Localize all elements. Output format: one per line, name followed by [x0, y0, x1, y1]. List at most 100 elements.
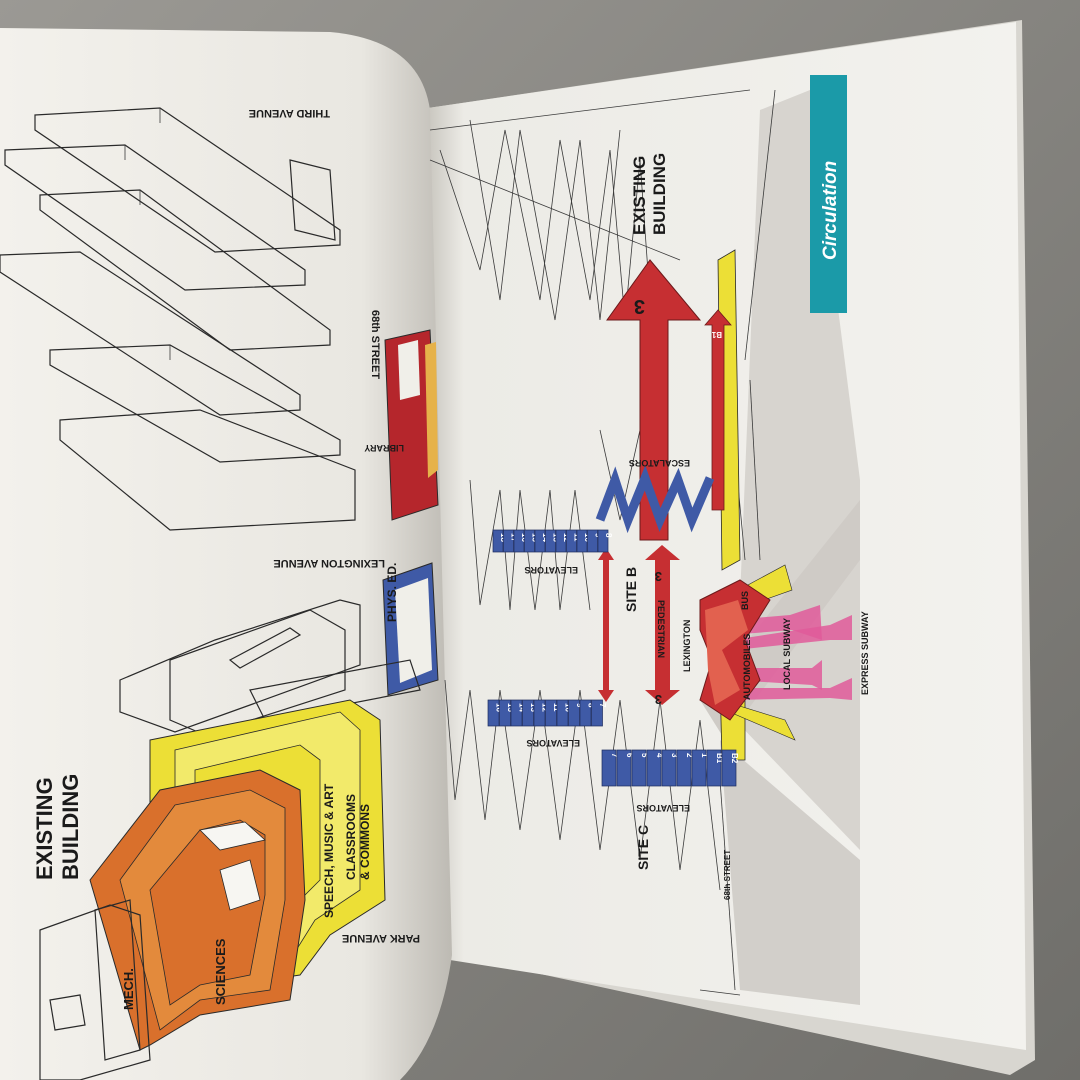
elevator-floor-box — [631, 749, 647, 787]
elevators-label-b: ELEVATORS — [524, 565, 578, 575]
pedestrian-label: PEDESTRIAN — [656, 600, 666, 658]
elevators-label-c: ELEVATORS — [526, 738, 580, 748]
b1-label-top: B1 — [711, 330, 722, 339]
elevator-floor-box — [487, 699, 500, 727]
elevator-floor-box — [597, 529, 609, 553]
escalator-zigzag: ESCALATORS — [595, 458, 715, 534]
existing-building-label-left-1: EXISTING — [32, 777, 57, 880]
elevator-floor-box — [568, 699, 580, 727]
lexington-avenue-label: LEXINGTON AVENUE — [273, 557, 385, 569]
elevator-floor-label: 7 — [610, 753, 619, 758]
arrow-number-mid: 3 — [655, 569, 662, 584]
existing-building-block-lower — [119, 599, 421, 736]
elevator-floor-box — [579, 699, 592, 727]
elevator-floor-label: B2 — [730, 753, 739, 764]
arrow-site-b-c-vertical — [598, 548, 614, 702]
elevator-floor-box — [533, 699, 546, 727]
elevator-floor-label: 8 — [604, 533, 613, 538]
mech-label: MECH. — [121, 968, 136, 1010]
elevators-label-low: ELEVATORS — [636, 803, 690, 813]
68th-street-label-left: 68th STREET — [369, 310, 381, 379]
elevator-floor-box — [591, 699, 603, 727]
classrooms-label: CLASSROOMS — [344, 794, 358, 880]
local-subway-label: LOCAL SUBWAY — [782, 618, 792, 690]
elevator-floor-label: 9 — [575, 703, 584, 708]
street-plane-lower — [720, 740, 860, 1005]
elevator-floor-label: 11 — [552, 703, 561, 712]
elevator-floor-box — [576, 529, 588, 553]
phys-ed-block: PHYS. ED. — [382, 562, 439, 696]
elevator-floor-label: 10 — [564, 703, 573, 712]
elevator-floor-box — [555, 529, 567, 553]
elevator-floor-box — [492, 529, 504, 553]
arrow-up-to-existing-building: 3 — [606, 259, 702, 541]
right-page-diagram: 3 B1 PEDESTRIAN 3 3 ESCALATORS 181716151… — [429, 75, 870, 1005]
existing-building-label-left-2: BUILDING — [58, 774, 83, 880]
express-subway-label: EXPRESS SUBWAY — [860, 611, 870, 695]
arrow-pedestrian-vertical — [645, 545, 680, 705]
library-label: LIBRARY — [364, 443, 404, 453]
classroom-layers: SCIENCES MECH. SPEECH, MUSIC & ART CLASS… — [39, 699, 386, 1080]
left-page-diagram: LIBRARY PHYS. ED. — [0, 107, 439, 1080]
elevator-floor-box — [545, 699, 557, 727]
elevator-floor-box — [524, 529, 535, 553]
site-c-label: SITE C — [635, 825, 651, 870]
elevator-floor-label: 2 — [685, 753, 694, 758]
circulation-title: Circulation — [820, 161, 841, 260]
elevator-floor-box — [691, 749, 707, 787]
library-block: LIBRARY — [364, 329, 439, 521]
existing-building-block-upper — [0, 107, 356, 531]
elevator-floor-box — [499, 699, 511, 727]
elevator-floor-box — [601, 749, 617, 787]
arrow-number-top: 3 — [634, 295, 645, 317]
existing-building-label-right-1: EXISTING — [630, 156, 649, 235]
commons-label: & COMMONS — [358, 804, 372, 880]
sciences-label: SCIENCES — [213, 938, 228, 1005]
elevator-stack-site-b: 18171615141312111098 — [492, 529, 613, 553]
elevator-floor-box — [587, 529, 598, 553]
arrow-number-low: 3 — [655, 692, 662, 707]
elevator-floor-box — [510, 699, 523, 727]
speech-music-art-label: SPEECH, MUSIC & ART — [322, 783, 336, 918]
elevator-floor-box — [616, 749, 632, 787]
68th-street-label-right: 68th STREET — [723, 850, 732, 900]
elevator-floor-box — [676, 749, 692, 787]
elevator-floor-label: 8 — [587, 703, 596, 708]
elevator-floor-label: 1 — [700, 753, 709, 758]
site-b-label: SITE B — [623, 567, 639, 612]
elevator-floor-box — [545, 529, 556, 553]
elevator-floor-box — [566, 529, 577, 553]
elevator-floor-box — [661, 749, 677, 787]
phys-ed-label: PHYS. ED. — [385, 563, 399, 622]
classrooms-line-1: CLASSROOMS — [344, 794, 358, 880]
elevator-floor-box — [556, 699, 569, 727]
elevator-floor-label: 16 — [495, 703, 504, 712]
lexington-label-right: LEXINGTON — [682, 620, 692, 672]
third-avenue-label: THIRD AVENUE — [249, 107, 330, 119]
automobiles-label: AUTOMOBILES — [742, 634, 752, 700]
elevator-floor-label: 4 — [655, 753, 664, 758]
elevator-floor-label: 6 — [625, 753, 634, 758]
elevator-floor-label: 7 — [598, 703, 607, 708]
elevator-floor-box — [721, 749, 737, 787]
elevator-floor-label: 3 — [670, 753, 679, 758]
elevator-floor-label: 14 — [518, 703, 527, 712]
escalators-label: ESCALATORS — [629, 458, 690, 468]
elevator-floor-box — [522, 699, 534, 727]
elevator-floor-label: 5 — [640, 753, 649, 758]
arrow-b1-up — [704, 309, 732, 511]
elevator-floor-label: 13 — [529, 703, 538, 712]
elevator-floor-box — [534, 529, 546, 553]
classrooms-line-2: & COMMONS — [358, 804, 372, 880]
elevator-floor-box — [503, 529, 514, 553]
elevator-floor-box — [513, 529, 525, 553]
bus-label: BUS — [740, 591, 750, 610]
circulation-title-tab: Circulation — [810, 75, 847, 313]
park-avenue-label: PARK AVENUE — [342, 932, 420, 944]
elevator-floor-label: 12 — [541, 703, 550, 712]
transit-connections: BUS LOCAL SUBWAY AUTOMOBILES EXPRESS SUB… — [682, 564, 870, 741]
elevator-floor-label: 15 — [506, 703, 515, 712]
